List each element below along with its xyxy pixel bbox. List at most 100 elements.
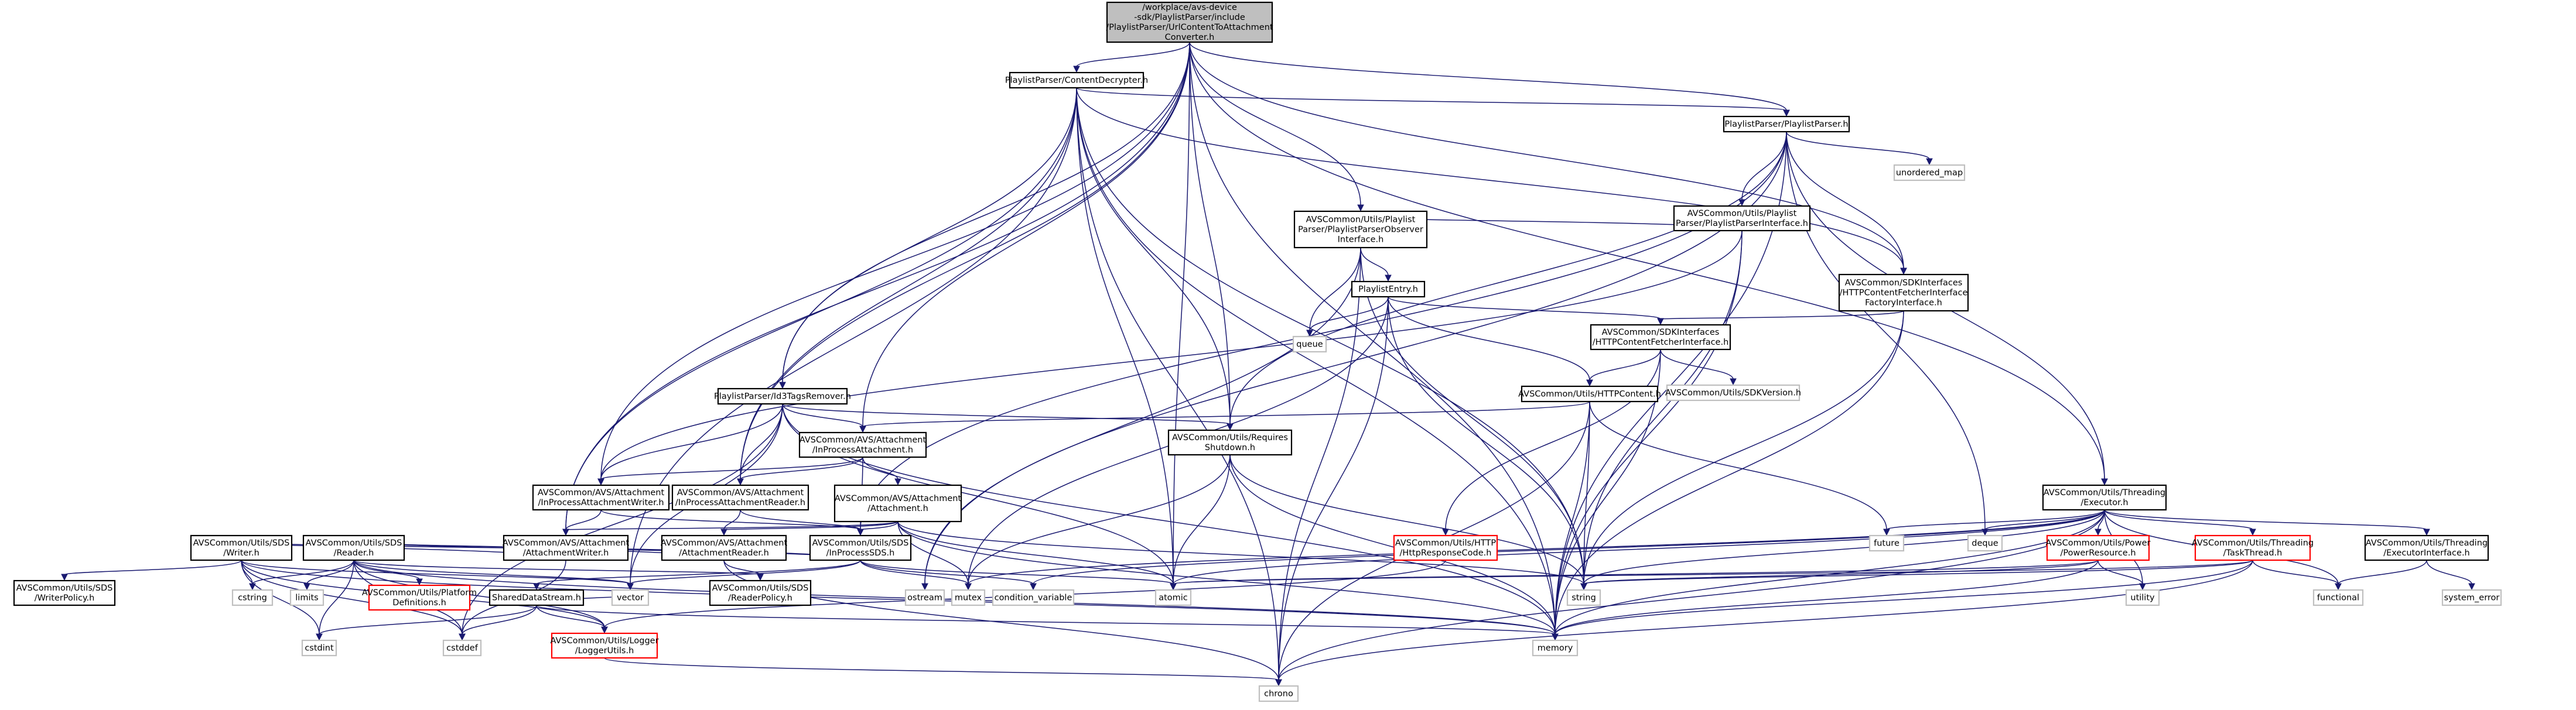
node-content-decrypter[interactable]: PlaylistParser/ContentDecrypter.h: [1005, 71, 1148, 89]
node-label-line: /ExecutorInterface.h: [2383, 548, 2470, 558]
node-box: [1106, 1, 1273, 43]
node-label-line: Definitions.h: [392, 598, 446, 608]
node-label-line: AVSCommon/SDKInterfaces: [1845, 279, 1963, 288]
node-attachment-h[interactable]: AVSCommon/AVS/Attachment/Attachment.h: [833, 484, 962, 523]
node-attachment-writer[interactable]: AVSCommon/AVS/Attachment/AttachmentWrite…: [503, 534, 630, 561]
node-playlist-entry[interactable]: PlaylistEntry.h: [1351, 280, 1426, 298]
node-writer-policy[interactable]: AVSCommon/Utils/SDS/WriterPolicy.h: [13, 579, 116, 606]
node-box: [1566, 589, 1601, 606]
node-sdk-version[interactable]: AVSCommon/Utils/SDKVersion.h: [1665, 384, 1801, 402]
node-inproc-sds[interactable]: AVSCommon/Utils/SDS/InProcessSDS.h: [809, 534, 912, 561]
edge-http_fetcher-to-http_content: [1586, 349, 1661, 387]
edge-content_decrypter-to-inproc_reader: [737, 87, 1077, 486]
edge-playlist_parser_h-to-http_factory: [1786, 131, 1907, 275]
edge-sds_reader-to-limits: [303, 560, 354, 591]
node-sds-reader[interactable]: AVSCommon/Utils/SDS/Reader.h: [302, 534, 405, 561]
node-label-line: limits: [295, 594, 318, 603]
node-box: [1673, 205, 1811, 232]
node-label-line: /TaskThread.h: [2223, 548, 2283, 558]
edge-inproc_attachment-to-inproc_writer: [597, 457, 863, 486]
node-http-fetcher[interactable]: AVSCommon/SDKInterfaces/HTTPContentFetch…: [1590, 324, 1731, 351]
node-label-line: AVSCommon/AVS/Attachment: [503, 538, 630, 548]
node-label-line: AVSCommon/Utils/Threading: [2044, 488, 2165, 498]
node-queue[interactable]: queue: [1292, 335, 1327, 353]
node-mutex[interactable]: mutex: [951, 589, 986, 606]
node-ostream[interactable]: ostream: [904, 589, 945, 606]
node-http-response[interactable]: AVSCommon/Utils/HTTP/HttpResponseCode.h: [1393, 534, 1498, 561]
edge-inproc_attachment-to-attachment_h: [862, 457, 901, 486]
node-functional[interactable]: functional: [2312, 589, 2364, 606]
node-condition-variable[interactable]: condition_variable: [992, 589, 1075, 606]
node-string[interactable]: string: [1566, 589, 1601, 606]
edge-executor_interface-to-functional: [2335, 560, 2427, 591]
node-id3-remover[interactable]: PlaylistParser/Id3TagsRemover.h: [714, 387, 851, 405]
node-task-thread[interactable]: AVSCommon/Utils/Threading/TaskThread.h: [2192, 534, 2314, 561]
node-vector[interactable]: vector: [611, 589, 650, 606]
node-label-line: /ReaderPolicy.h: [728, 594, 792, 603]
node-label-line: /WriterPolicy.h: [35, 594, 95, 603]
edge-id3_remover-to-inproc_attachment: [782, 403, 866, 433]
node-cstdint[interactable]: cstdint: [301, 639, 337, 657]
node-box: [2441, 589, 2502, 606]
node-label-line: string: [1571, 594, 1596, 603]
node-label-line: -sdk/PlaylistParser/include: [1134, 13, 1245, 22]
node-shared-data-stream[interactable]: SharedDataStream.h: [488, 589, 585, 606]
node-future[interactable]: future: [1868, 534, 1905, 552]
node-limits[interactable]: limits: [289, 589, 324, 606]
node-power-resource[interactable]: AVSCommon/Utils/Power/PowerResource.h: [2046, 534, 2151, 561]
node-label-line: AVSCommon/Utils/Platform: [362, 588, 477, 598]
node-box: [532, 484, 670, 511]
edge-pp_observer-to-playlist_entry: [1360, 247, 1392, 282]
node-logger-utils[interactable]: AVSCommon/Utils/Logger/LoggerUtils.h: [550, 632, 659, 659]
node-box: [1351, 280, 1426, 298]
node-box: [1590, 324, 1731, 351]
node-label-line: cstddef: [446, 644, 479, 653]
node-label-line: /InProcessAttachmentWriter.h: [538, 498, 664, 507]
node-pp-observer[interactable]: AVSCommon/Utils/PlaylistParser/PlaylistP…: [1293, 210, 1428, 249]
node-label-line: /Attachment.h: [867, 504, 928, 513]
node-label-line: PlaylistParser/ContentDecrypter.h: [1005, 76, 1148, 85]
node-label-line: PlaylistParser/PlaylistParser.h: [1724, 120, 1848, 129]
node-pp-interface[interactable]: AVSCommon/Utils/PlaylistParser/PlaylistP…: [1673, 205, 1811, 232]
node-box: [1393, 534, 1498, 561]
edge-task_thread-to-functional: [2252, 560, 2342, 591]
node-label-line: /workplace/avs-device: [1142, 3, 1237, 12]
node-label-line: /AttachmentWriter.h: [523, 548, 609, 558]
node-http-factory[interactable]: AVSCommon/SDKInterfaces/HTTPContentFetch…: [1838, 273, 1969, 312]
edge-root-to-attachment_writer: [562, 42, 1190, 536]
node-utility[interactable]: utility: [2125, 589, 2160, 606]
node-inproc-reader[interactable]: AVSCommon/AVS/Attachment/InProcessAttach…: [671, 484, 809, 511]
node-unordered-map[interactable]: unordered_map: [1893, 164, 1966, 181]
node-executor-interface[interactable]: AVSCommon/Utils/Threading/ExecutorInterf…: [2364, 534, 2489, 561]
edge-root-to-executor: [1189, 42, 2108, 486]
node-deque[interactable]: deque: [1967, 534, 2003, 552]
node-executor[interactable]: AVSCommon/Utils/Threading/Executor.h: [2042, 484, 2167, 511]
node-sds-writer[interactable]: AVSCommon/Utils/SDS/Writer.h: [190, 534, 293, 561]
edge-root-to-pp_observer: [1189, 42, 1364, 212]
node-system-error[interactable]: system_error: [2441, 589, 2502, 606]
node-reader-policy[interactable]: AVSCommon/Utils/SDS/ReaderPolicy.h: [709, 579, 812, 606]
node-cstddef[interactable]: cstddef: [442, 639, 482, 657]
edge-power_resource-to-utility: [2097, 560, 2146, 591]
node-playlist-parser-h[interactable]: PlaylistParser/PlaylistParser.h: [1723, 115, 1850, 133]
node-atomic[interactable]: atomic: [1154, 589, 1192, 606]
node-root[interactable]: /workplace/avs-device-sdk/PlaylistParser…: [1106, 1, 1273, 43]
node-box: [2125, 589, 2160, 606]
node-label-line: /LoggerUtils.h: [575, 646, 634, 656]
node-label-line: Parser/PlaylistParserInterface.h: [1676, 219, 1808, 228]
node-inproc-attachment[interactable]: AVSCommon/AVS/Attachment/InProcessAttach…: [798, 431, 927, 458]
node-cstring[interactable]: cstring: [231, 589, 274, 606]
edge-content_decrypter-to-string: [1076, 87, 1587, 591]
node-chrono[interactable]: chrono: [1258, 685, 1299, 702]
node-label-line: Converter.h: [1165, 33, 1215, 42]
node-memory[interactable]: memory: [1532, 639, 1579, 657]
node-label-line: cstring: [238, 594, 267, 603]
node-box: [551, 632, 658, 659]
node-http-content[interactable]: AVSCommon/Utils/HTTPContent.h: [1518, 385, 1661, 403]
node-label-line: mutex: [955, 594, 982, 603]
node-label-line: SharedDataStream.h: [492, 594, 581, 603]
node-inproc-writer[interactable]: AVSCommon/AVS/Attachment/InProcessAttach…: [532, 484, 670, 511]
node-attachment-reader[interactable]: AVSCommon/AVS/Attachment/AttachmentReade…: [661, 534, 788, 561]
